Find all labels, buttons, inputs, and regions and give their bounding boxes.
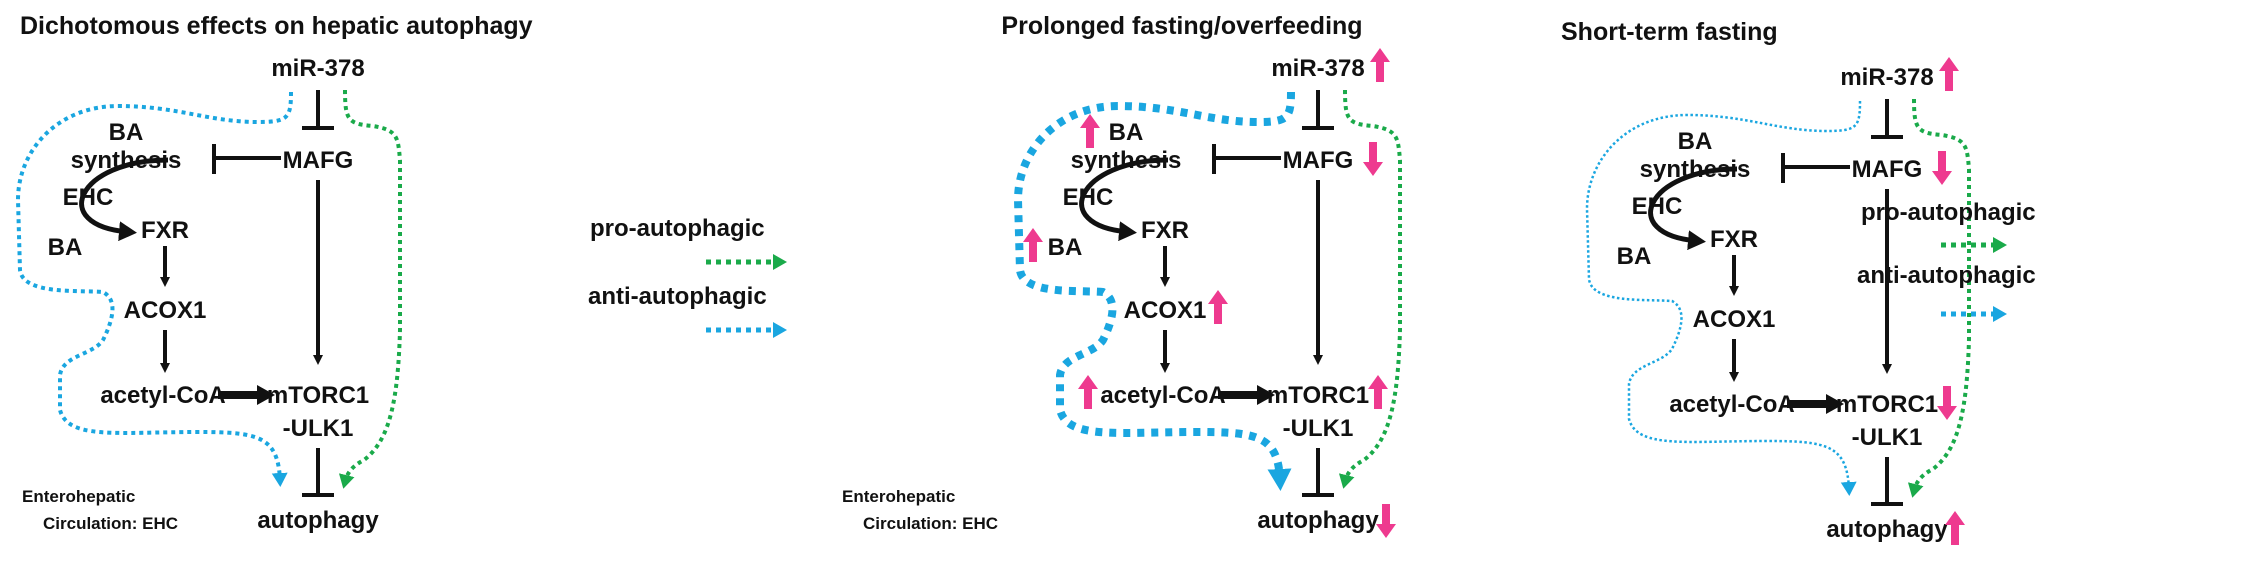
panel-3-body: miR-378 MAFG BA synthesis EHC BA FXR ACO… (1585, 57, 1971, 545)
inhibit-mafg-ba-synthesis (1212, 144, 1281, 174)
node-mir-378: miR-378 (1271, 55, 1364, 82)
node-autophagy: autophagy (1257, 507, 1379, 534)
panel-3: Short-term fasting miR-378 MAFG BA synth… (1561, 18, 1971, 545)
change-down-arrow-icon-mafg (1932, 151, 1952, 185)
arrow-ehc-loop (1079, 157, 1169, 242)
node-acetyl-coa: acetyl-CoA (100, 382, 225, 409)
change-up-arrow-icon-mir378 (1370, 48, 1390, 82)
inhibit-mir378-mafg (302, 90, 334, 130)
change-up-arrow-icon-mir378 (1939, 57, 1959, 91)
legend-pro-label-2: pro-autophagic (1861, 199, 2036, 226)
change-up-arrow-icon-autophagy (1945, 511, 1965, 545)
node-mtorc1-line2: -ULK1 (283, 415, 354, 442)
arrow-ehc-loop (79, 157, 169, 242)
pro-autophagic-path (1907, 98, 1971, 498)
panel-1-body: miR-378 MAFG BA synthesis EHC BA FXR ACO… (15, 55, 402, 534)
footnote-line2: Circulation: EHC (863, 514, 998, 533)
panel-title: Dichotomous effects on hepatic autophagy (20, 12, 533, 40)
change-down-arrow-icon-autophagy (1376, 504, 1396, 538)
node-mafg: MAFG (283, 147, 354, 174)
node-fxr: FXR (1710, 226, 1758, 253)
node-acox1: ACOX1 (1693, 306, 1776, 333)
inhibit-mtorc1-autophagy (1302, 448, 1334, 497)
legend-left: pro-autophagic anti-autophagic (588, 215, 787, 338)
node-mtorc1-line2: -ULK1 (1283, 415, 1354, 442)
node-fxr: FXR (1141, 217, 1189, 244)
node-fxr: FXR (141, 217, 189, 244)
legend-pro-label: pro-autophagic (590, 215, 765, 242)
footnote-line1: Enterohepatic (842, 487, 955, 506)
node-acetyl-coa: acetyl-CoA (1100, 382, 1225, 409)
node-mafg: MAFG (1852, 156, 1923, 183)
change-indicators (1023, 48, 1396, 538)
node-ba: BA (48, 234, 83, 261)
node-ba: BA (1617, 243, 1652, 270)
node-mtorc1-line2: -ULK1 (1852, 424, 1923, 451)
change-down-arrow-icon-mafg (1363, 142, 1383, 176)
node-ba-synthesis-line1: BA (1678, 128, 1713, 155)
panel-title: Prolonged fasting/overfeeding (1001, 12, 1362, 40)
panel-title: Short-term fasting (1561, 18, 1778, 46)
node-ba: BA (1048, 234, 1083, 261)
inhibit-mtorc1-autophagy (1871, 457, 1903, 506)
inhibit-mafg-ba-synthesis (212, 144, 281, 174)
panel-2-body: miR-378 MAFG BA synthesis EHC BA FXR ACO… (1013, 48, 1402, 538)
node-mir-378: miR-378 (271, 55, 364, 82)
inhibit-mir378-mafg (1871, 99, 1903, 139)
change-up-arrow-icon-ba_synthesis (1080, 114, 1100, 148)
node-autophagy: autophagy (257, 507, 379, 534)
footnote-line2: Circulation: EHC (43, 514, 178, 533)
panel-1: Dichotomous effects on hepatic autophagy… (15, 12, 533, 534)
node-mafg: MAFG (1283, 147, 1354, 174)
panels: Dichotomous effects on hepatic autophagy… (15, 12, 1971, 545)
node-acetyl-coa: acetyl-CoA (1669, 391, 1794, 418)
anti-autophagic-path (1585, 100, 1862, 496)
node-mtorc1-line1: mTORC1 (267, 382, 369, 409)
change-up-arrow-icon-acox1 (1208, 290, 1228, 324)
legend-anti-label-2: anti-autophagic (1857, 262, 2036, 289)
change-up-arrow-icon-mtorc1 (1368, 375, 1388, 409)
node-ba-synthesis-line1: BA (109, 119, 144, 146)
inhibit-mafg-ba-synthesis (1781, 153, 1850, 183)
change-up-arrow-icon-ba (1023, 228, 1043, 262)
change-indicators (1932, 57, 1965, 545)
node-autophagy: autophagy (1826, 516, 1948, 543)
arrow-ehc-loop (1648, 166, 1738, 251)
pro-autophagic-path (1338, 89, 1402, 489)
node-mtorc1-line1: mTORC1 (1267, 382, 1369, 409)
panel-2: Prolonged fasting/overfeeding miR-378 MA… (842, 12, 1402, 538)
node-acox1: ACOX1 (124, 297, 207, 324)
change-down-arrow-icon-mtorc1 (1937, 386, 1957, 420)
node-mir-378: miR-378 (1840, 64, 1933, 91)
legend-anti-label: anti-autophagic (588, 283, 767, 310)
change-up-arrow-icon-acetyl_coa (1078, 375, 1098, 409)
inhibit-mir378-mafg (1302, 90, 1334, 130)
inhibit-mtorc1-autophagy (302, 448, 334, 497)
footnote-ehc: Enterohepatic Circulation: EHC (842, 487, 998, 533)
anti-autophagic-path (1013, 91, 1295, 491)
footnote-ehc: Enterohepatic Circulation: EHC (22, 487, 178, 533)
footnote-line1: Enterohepatic (22, 487, 135, 506)
anti-autophagic-path (15, 91, 293, 487)
pro-autophagic-path (338, 89, 402, 489)
node-ba-synthesis-line1: BA (1109, 119, 1144, 146)
node-acox1: ACOX1 (1124, 297, 1207, 324)
legend-right: pro-autophagic anti-autophagic (1857, 199, 2036, 322)
node-mtorc1-line1: mTORC1 (1836, 391, 1938, 418)
